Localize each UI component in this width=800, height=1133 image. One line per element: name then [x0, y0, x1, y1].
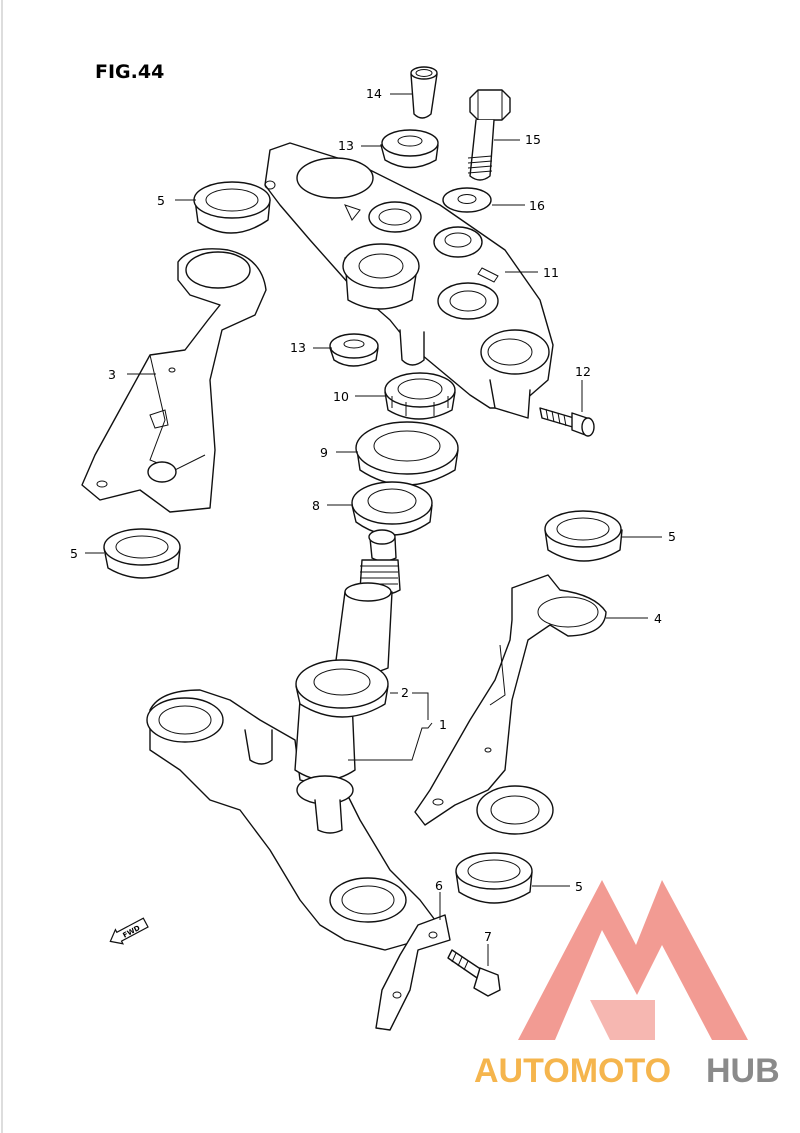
callout-labels: 14 13 15 16 5 11 13 3 12 10 9 8 5 5 4 2 …: [70, 86, 676, 944]
part-11-upper-bracket: [264, 142, 554, 419]
callout-10: 10: [333, 389, 349, 404]
part-3-left-bracket: [81, 248, 267, 513]
watermark-text-hub: HUB: [706, 1052, 780, 1090]
callout-3: 3: [108, 367, 116, 382]
callout-2: 2: [401, 685, 409, 700]
callout-15: 15: [525, 132, 541, 147]
callout-11: 11: [543, 265, 559, 280]
callout-5-lower-left: 5: [70, 546, 78, 561]
callout-5-upper-left: 5: [157, 193, 165, 208]
callout-7: 7: [484, 929, 492, 944]
part-8-bearing: [351, 481, 433, 536]
watermark-logo: AUTOMOTO HUB: [474, 880, 780, 1090]
callout-16: 16: [529, 198, 545, 213]
part-5-grommet-right: [544, 510, 623, 562]
part-9-bearing: [355, 421, 459, 486]
fwd-arrow-icon: FWD: [109, 917, 149, 945]
leader-lines: [85, 93, 662, 966]
callout-5-right: 5: [668, 529, 676, 544]
part-1-steering-stem: [146, 529, 446, 951]
part-7-bolt: [447, 949, 501, 997]
callout-14: 14: [366, 86, 382, 101]
callout-4: 4: [654, 611, 662, 626]
part-6-bracket: [375, 914, 451, 1031]
part-4-right-bracket: [414, 574, 607, 835]
callout-5-lower-right: 5: [575, 879, 583, 894]
watermark-text-automoto: AUTOMOTO: [474, 1052, 671, 1090]
part-2-bearing: [295, 659, 389, 718]
part-14-collar: [410, 66, 438, 119]
callout-12: 12: [575, 364, 591, 379]
callout-13-lower: 13: [290, 340, 306, 355]
callout-1: 1: [439, 717, 447, 732]
part-13-cap-lower: [329, 333, 379, 367]
fwd-label: FWD: [122, 924, 142, 940]
part-12-bolt: [539, 407, 595, 437]
watermark-triangle-icon: [518, 880, 748, 1040]
figure-title: FIG.44: [95, 61, 164, 83]
part-15-bolt: [467, 89, 511, 181]
part-10-steering-nut: [384, 372, 456, 420]
part-5-grommet-lower-right: [455, 852, 533, 904]
part-13-cap-upper: [380, 129, 439, 169]
part-16-washer: [442, 187, 492, 213]
callout-13-upper: 13: [338, 138, 354, 153]
callout-9: 9: [320, 445, 328, 460]
part-5-grommet-upper-left: [193, 181, 271, 234]
callout-8: 8: [312, 498, 320, 513]
callout-6: 6: [435, 878, 443, 893]
part-5-grommet-lower-left: [103, 528, 181, 579]
